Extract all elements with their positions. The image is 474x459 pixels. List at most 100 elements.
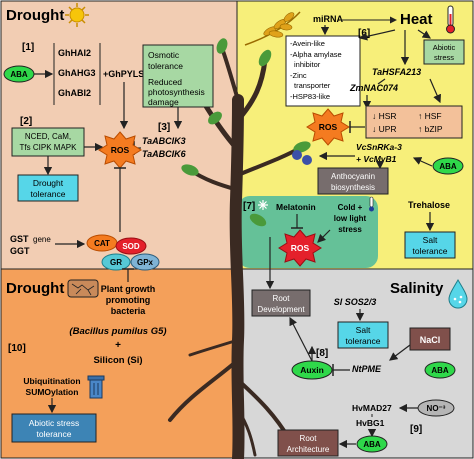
cold-stress-region bbox=[238, 196, 378, 268]
vcmyb-label: + VcMyB1 bbox=[356, 154, 397, 164]
salt-tol-heat-line-1: Salt bbox=[423, 235, 438, 245]
mirna-item-3: inhibitor bbox=[294, 60, 321, 69]
cold-line-3: stress bbox=[338, 225, 362, 234]
nced-line-1: NCED, CaM, bbox=[25, 132, 71, 141]
zmnac-label: ZmNAC074 bbox=[349, 83, 398, 93]
abiotic-tol-line-2: tolerance bbox=[37, 429, 72, 439]
aba-label-salinity: ABA bbox=[431, 366, 449, 375]
gene-word: gene bbox=[33, 235, 51, 244]
nacl-label: NaCl bbox=[420, 335, 441, 345]
abiotic-tol-line-1: Abiotic stress bbox=[29, 418, 80, 428]
drought-tol-line-2: tolerance bbox=[31, 189, 66, 199]
ref-2: [2] bbox=[20, 116, 32, 127]
ntpme-label: NtPME bbox=[352, 364, 382, 374]
gst-label: GST bbox=[10, 234, 29, 244]
taabcik3-label: TaABCIK3 bbox=[142, 136, 186, 146]
anthocyanin-box bbox=[317, 167, 389, 195]
root-architecture-box bbox=[277, 429, 339, 457]
pgp-line-3: bacteria bbox=[111, 306, 147, 316]
anthocyanin-line-1: Anthocyanin bbox=[331, 172, 375, 181]
aba-label-salinity-2: ABA bbox=[363, 440, 381, 449]
salt-droplet-icon bbox=[448, 279, 468, 309]
root-arch-line-2: Architecture bbox=[287, 445, 330, 454]
sun-icon bbox=[65, 3, 89, 27]
abiotic-line-1: Abiotic bbox=[433, 43, 456, 52]
pgp-line-2: promoting bbox=[106, 295, 151, 305]
ros-label-cold: ROS bbox=[291, 243, 310, 253]
gene-ghahg3: GhAHG3 bbox=[58, 68, 96, 78]
aba-ellipse-salinity bbox=[424, 361, 456, 379]
mirna-label: miRNA bbox=[313, 14, 344, 24]
tahsfa-label: TaHSFA213 bbox=[372, 67, 421, 77]
ros-label-top: ROS bbox=[111, 145, 130, 155]
gpx-ellipse bbox=[130, 253, 160, 271]
ghpyls-label: +GhPYLS bbox=[103, 69, 144, 79]
ggt-label: GGT bbox=[10, 246, 30, 256]
mirna-item-5: transporter bbox=[294, 81, 331, 90]
nced-box bbox=[11, 127, 85, 157]
ref-7: [7] bbox=[243, 201, 255, 212]
osmotic-tolerance-box bbox=[142, 44, 214, 108]
bzip-label: ↑ bZIP bbox=[418, 124, 443, 134]
sod-ellipse bbox=[115, 237, 147, 255]
melatonin-label: Melatonin bbox=[276, 202, 316, 212]
gr-label: GR bbox=[110, 258, 122, 267]
salt-tol-heat-line-2: tolerance bbox=[413, 246, 448, 256]
drought-bottom-title: Drought bbox=[6, 280, 64, 297]
anthocyanin-line-2: biosynthesis bbox=[331, 183, 375, 192]
cold-line-2: low light bbox=[334, 214, 367, 223]
snowflake-icon bbox=[258, 200, 268, 210]
osmotic-line-1: Osmotic bbox=[148, 50, 180, 60]
drought-tol-line-1: Drought bbox=[33, 178, 64, 188]
salt-tol-sal-line-1: Salt bbox=[356, 325, 371, 335]
ref-1: [1] bbox=[22, 42, 34, 53]
ref-10: [10] bbox=[8, 343, 26, 354]
gene-ghhai2: GhHAI2 bbox=[58, 48, 91, 58]
gpx-label: GPx bbox=[137, 258, 154, 267]
nced-line-2: Tfs CIPK MAPK bbox=[20, 143, 78, 152]
abiotic-tolerance-box bbox=[11, 413, 97, 443]
aba-label-heat: ABA bbox=[439, 162, 457, 171]
hvbg-label: HvBG1 bbox=[356, 418, 385, 428]
ros-starburst-cold bbox=[278, 229, 322, 267]
sisos-label: Sl SOS2/3 bbox=[334, 297, 377, 307]
sod-label: SOD bbox=[122, 242, 140, 251]
plus-sign: + bbox=[115, 340, 121, 351]
silicon-label: Silicon (Si) bbox=[93, 355, 142, 366]
mirna-item-2: -Alpha amylase bbox=[290, 50, 342, 59]
salt-tol-sal-line-2: tolerance bbox=[346, 336, 381, 346]
nacl-box bbox=[409, 327, 451, 351]
hvmad-label: HvMAD27 bbox=[352, 403, 392, 413]
hsf-label: ↑ HSF bbox=[418, 111, 442, 121]
root-arch-line-1: Root bbox=[300, 434, 318, 443]
ref-9: [9] bbox=[410, 424, 422, 435]
trash-icon bbox=[87, 375, 105, 399]
root-dev-line-1: Root bbox=[273, 294, 291, 303]
no3-label: NO⁻³ bbox=[427, 404, 446, 413]
mirna-item-4: -Zinc bbox=[290, 71, 307, 80]
cracked-soil-icon bbox=[67, 279, 99, 298]
taabcik6-label: TaABCIK6 bbox=[142, 149, 187, 159]
trehalose-label: Trehalose bbox=[408, 200, 450, 210]
salinity-title: Salinity bbox=[390, 280, 444, 297]
abiotic-line-2: stress bbox=[434, 53, 454, 62]
ubiq-line-2: SUMOylation bbox=[26, 387, 79, 397]
salt-tolerance-heat-box bbox=[404, 231, 456, 259]
root-development-box bbox=[251, 289, 311, 317]
gr-ellipse bbox=[101, 253, 131, 271]
reduced-line-3: damage bbox=[148, 97, 179, 107]
auxin-label: Auxin bbox=[300, 365, 324, 375]
cold-line-1: Cold + bbox=[338, 203, 363, 212]
ubiq-line-1: Ubiquitination bbox=[23, 376, 80, 386]
drought-top-title: Drought bbox=[6, 7, 64, 24]
ros-starburst-heat bbox=[306, 108, 350, 146]
abiotic-stress-box bbox=[423, 39, 465, 65]
hsr-label: ↓ HSR bbox=[372, 111, 397, 121]
hsr-upr-box bbox=[365, 105, 463, 139]
heat-title: Heat bbox=[400, 11, 433, 28]
aba-label-top: ABA bbox=[10, 70, 28, 79]
cold-thermometer-icon bbox=[369, 196, 374, 212]
osmotic-line-2: tolerance bbox=[148, 61, 183, 71]
salt-tolerance-salinity-box bbox=[337, 321, 389, 349]
